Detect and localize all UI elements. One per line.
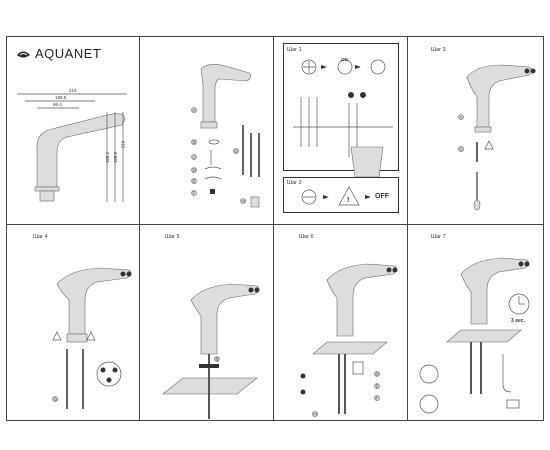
panel-step-1-2: Шаг 1 ON Шаг 2 ! OFF [273,37,407,224]
svg-text:A: A [460,115,463,120]
divider [273,37,274,420]
panel-step-6: Шаг 6 H D E F [273,224,407,422]
step-1-frame [283,43,399,171]
panel-step-5: Шаг 5 B [139,224,273,422]
divider [407,37,408,420]
step-7-drawing [419,257,530,414]
brand-name: AQUANET [35,46,102,61]
step-7-title: Шаг 7 [431,234,446,240]
step-2-drawing: ! [301,186,371,206]
svg-text:F: F [193,191,196,196]
svg-text:D: D [376,372,380,377]
brand-logo: AQUANET [15,46,101,61]
panel-step-3: Шаг 3 A C [407,37,545,224]
step-3-drawing: A C [458,64,536,211]
step-3-title: Шаг 3 [431,47,446,53]
panel-dimensions: AQUANET 219 188.5 86.4 186.2 189.5 216 [7,37,139,224]
instruction-sheet: AQUANET 219 188.5 86.4 186.2 189.5 216 A… [6,36,544,421]
svg-text:A: A [193,108,196,113]
step-6-title: Шаг 6 [299,234,314,240]
step-1-title: Шаг 1 [287,47,302,53]
svg-text:D: D [193,168,197,173]
svg-text:F: F [376,396,379,401]
svg-text:H: H [314,412,317,417]
off-label: OFF [375,193,389,200]
svg-text:E: E [193,179,196,184]
svg-text:G: G [235,149,239,154]
dim-overall-width: 219 [69,88,77,93]
on-label: ON [341,57,348,62]
dim-spout-reach: 188.5 [55,95,67,100]
step-2-title: Шаг 2 [287,180,302,186]
parts-drawing: A B C D E F G H [191,64,260,208]
svg-text:G: G [54,397,58,402]
step-5-title: Шаг 5 [165,234,180,240]
step-1-drawing [293,59,393,178]
svg-text:B: B [216,357,219,362]
divider [139,37,140,420]
svg-text:E: E [376,384,379,389]
step-4-title: Шаг 4 [33,234,48,240]
faucet-dimension-drawing [17,93,127,202]
divider [7,224,543,225]
svg-text:C: C [193,155,197,160]
panel-parts: A B C D E F G H [139,37,273,224]
svg-text:!: ! [347,197,349,204]
timer-label: 3 sec. [511,318,525,324]
step-4-drawing: G [52,267,132,409]
svg-text:B: B [193,140,196,145]
panel-step-4: Шаг 4 G [7,224,139,422]
step-5-drawing: B [162,283,260,419]
panel-step-7: Шаг 7 3 sec. [407,224,545,422]
dim-height-3: 216 [120,140,126,149]
dim-height-1: 186.2 [105,151,111,164]
dim-height-2: 189.5 [113,151,119,164]
dim-body-offset: 86.4 [53,102,62,107]
step-2-frame [283,177,399,213]
step-6-drawing: H D E F [300,263,398,417]
svg-text:H: H [242,199,245,204]
svg-text:C: C [460,147,464,152]
brand-logo-icon [17,51,30,57]
